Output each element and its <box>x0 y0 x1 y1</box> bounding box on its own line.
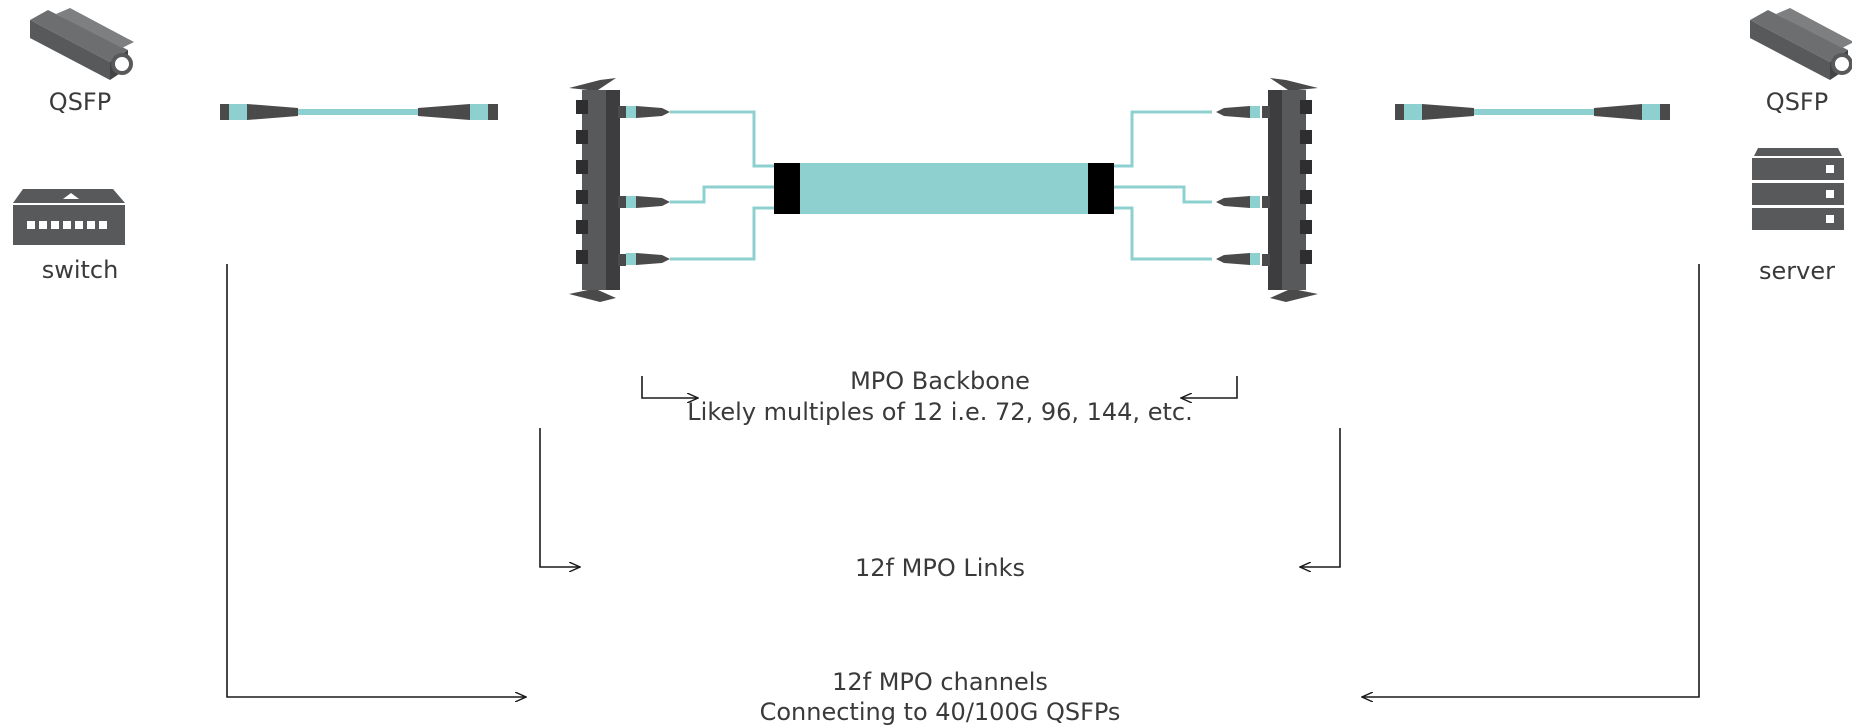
backbone-title: MPO Backbone <box>850 367 1030 395</box>
switch-label: switch <box>42 256 119 284</box>
mpo-cassette-icon <box>1262 78 1318 302</box>
links-left-bracket <box>539 428 580 567</box>
links-title: 12f MPO Links <box>855 554 1025 582</box>
channels-left-bracket <box>226 264 526 697</box>
channels-detail: Connecting to 40/100G QSFPs <box>760 698 1121 726</box>
channels-right-bracket <box>1362 264 1700 697</box>
network-switch-icon <box>13 189 125 245</box>
right-qsfp-label: QSFP <box>1766 88 1828 116</box>
mpo-patch-cord-icon <box>1395 104 1670 120</box>
channels-title: 12f MPO channels <box>832 668 1048 696</box>
mpo-trunk-cable-icon <box>626 106 1260 265</box>
backbone-right-bracket <box>1181 376 1238 398</box>
server-rack-icon <box>1752 148 1844 230</box>
server-label: server <box>1759 257 1835 285</box>
links-right-bracket <box>1300 428 1341 567</box>
mpo-patch-cord-icon <box>220 104 498 120</box>
mpo-cassette-icon <box>569 78 626 302</box>
backbone-left-bracket <box>641 376 698 398</box>
left-qsfp-label: QSFP <box>49 88 111 116</box>
backbone-detail: Likely multiples of 12 i.e. 72, 96, 144,… <box>687 398 1192 426</box>
qsfp-transceiver-icon <box>30 8 134 80</box>
qsfp-transceiver-icon <box>1750 8 1852 80</box>
